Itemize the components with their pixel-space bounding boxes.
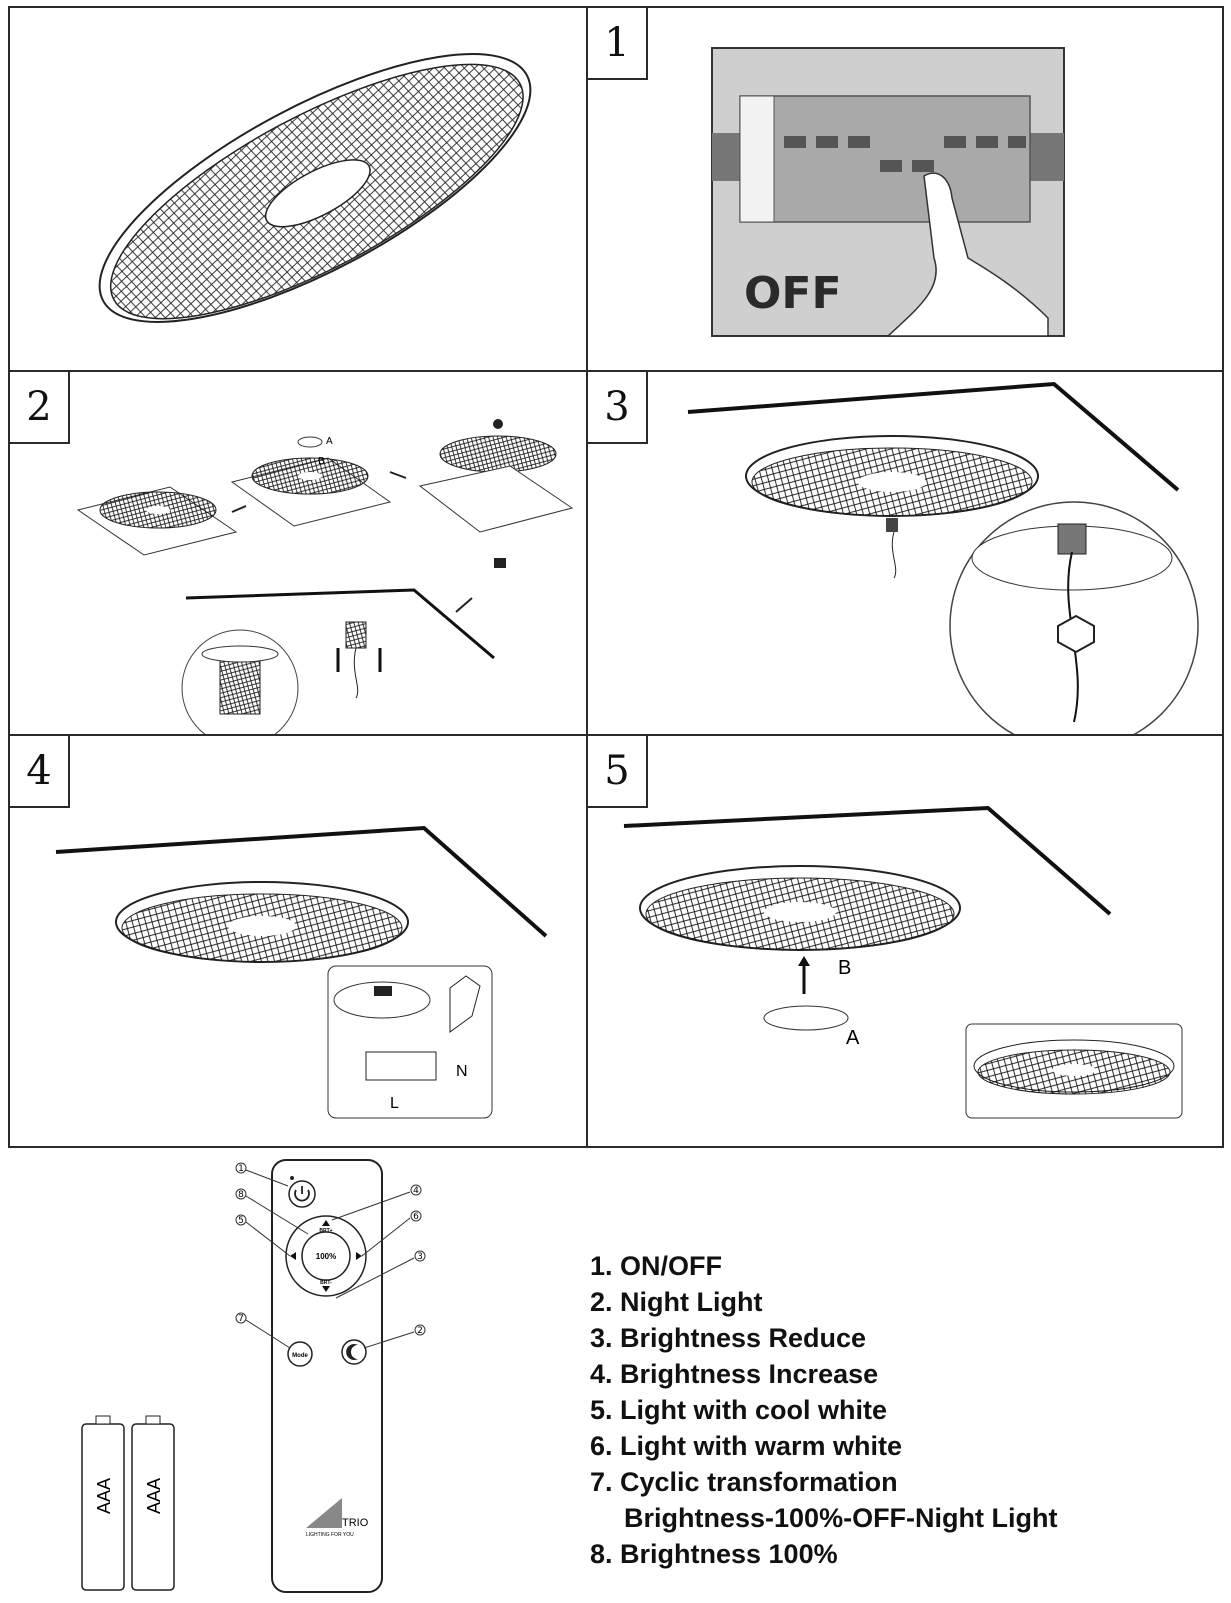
legend-item: 5. Light with cool white — [590, 1395, 887, 1425]
step-number: 1 — [588, 8, 648, 80]
battery-1-label: AAA — [94, 1478, 114, 1514]
brand-label: TRIO — [342, 1517, 369, 1529]
legend-item: 7. Cyclic transformation — [590, 1467, 898, 1497]
remote-function-legend: 1. ON/OFF 2. Night Light 3. Brightness R… — [590, 1248, 1150, 1572]
legend-item: 6. Light with warm white — [590, 1431, 903, 1461]
power-button[interactable] — [288, 1180, 316, 1208]
callout-2: 2 — [417, 1326, 423, 1336]
callout-6: 6 — [413, 1212, 419, 1222]
callouts: 1 2 3 4 5 6 7 8 — [235, 1162, 426, 1349]
callout-8: 8 — [238, 1190, 244, 1200]
live-wire-label: L — [390, 1095, 399, 1112]
part-a-label: A — [326, 436, 333, 447]
batteries: AAA AAA — [81, 1415, 175, 1591]
step-number: 3 — [588, 372, 648, 444]
part-a-label: A — [846, 1027, 860, 1049]
legend-item: 4. Brightness Increase — [590, 1359, 879, 1389]
warm-white-icon — [356, 1252, 362, 1260]
direction-pad[interactable]: 100% BRT+ BRT- — [285, 1215, 367, 1297]
legend-item: 3. Brightness Reduce — [590, 1323, 867, 1353]
bright-down-label: BRT- — [320, 1280, 332, 1286]
battery-2-label: AAA — [144, 1478, 164, 1514]
cool-white-icon — [290, 1252, 296, 1260]
callout-5: 5 — [238, 1216, 244, 1226]
power-icon — [294, 1189, 310, 1202]
mode-button[interactable]: Mode — [287, 1341, 313, 1367]
step-3-panel: 3 — [586, 370, 1224, 736]
callout-3: 3 — [417, 1252, 423, 1262]
instruction-grid: 1 OFF 2 — [8, 6, 1224, 1148]
step-number: 4 — [10, 736, 70, 808]
moon-icon — [346, 1344, 358, 1360]
step-1-panel: 1 OFF — [586, 6, 1224, 372]
callout-1: 1 — [238, 1164, 244, 1174]
legend-item: 8. Brightness 100% — [590, 1539, 838, 1569]
bright-up-label: BRT+ — [319, 1228, 332, 1234]
step-number: 5 — [588, 736, 648, 808]
legend-item: 2. Night Light — [590, 1287, 763, 1317]
mode-label: Mode — [292, 1353, 308, 1359]
step-4-illustration: L N — [55, 825, 548, 1119]
night-light-button[interactable] — [341, 1339, 367, 1365]
legend-item-continuation: Brightness-100%-OFF-Night Light — [624, 1503, 1058, 1533]
step-2-panel: 2 A B — [8, 370, 588, 736]
part-b-label: B — [318, 456, 325, 467]
brightness-down-icon — [322, 1286, 330, 1292]
brightness-up-icon — [322, 1220, 330, 1226]
step-5-illustration: B A — [623, 805, 1183, 1119]
callout-4: 4 — [413, 1186, 419, 1196]
product-overview-panel — [8, 6, 588, 372]
step-3-illustration — [687, 381, 1199, 734]
ceiling-lamp-illustration — [98, 53, 532, 323]
neutral-wire-label: N — [456, 1063, 468, 1080]
brand-tagline: LIGHTING FOR YOU — [306, 1532, 354, 1538]
step-2-illustration: A B — [76, 419, 574, 734]
step-5-panel: 5 B A — [586, 734, 1224, 1148]
step-number: 2 — [10, 372, 70, 444]
remote-control-diagram: 100% BRT+ BRT- Mode TRIO LIGHTING FOR YO… — [60, 1158, 480, 1598]
trio-logo-icon — [306, 1498, 342, 1528]
brightness-100-label: 100% — [316, 1252, 336, 1261]
off-label: OFF — [744, 268, 842, 319]
part-b-label: B — [838, 957, 851, 979]
callout-7: 7 — [238, 1314, 244, 1324]
breaker-switch-illustration: OFF — [711, 47, 1065, 337]
step-4-panel: 4 L N — [8, 734, 588, 1148]
legend-item: 1. ON/OFF — [590, 1251, 723, 1281]
